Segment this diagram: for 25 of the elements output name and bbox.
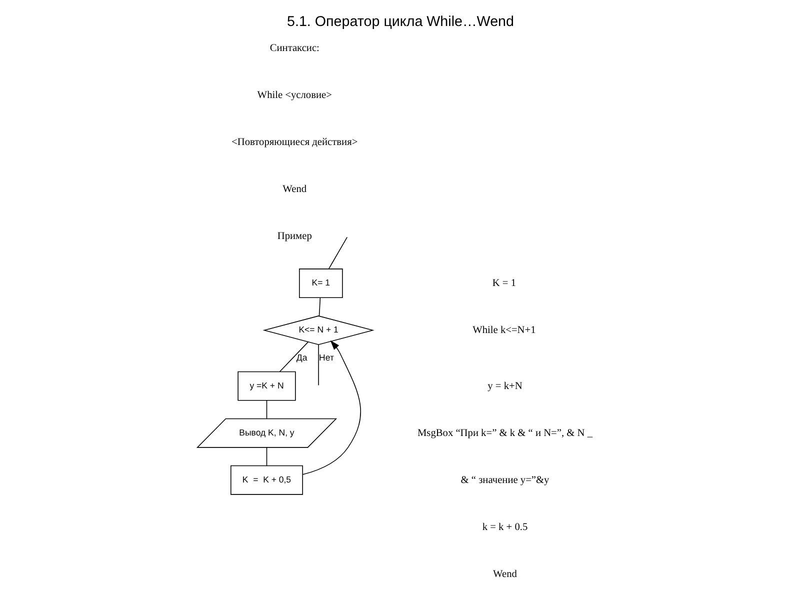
node-box: K = K + 0,5	[230, 465, 302, 495]
connector	[328, 236, 348, 270]
connector	[278, 342, 308, 372]
node-box: K= 1	[298, 268, 342, 298]
connector	[318, 297, 320, 316]
label: Wend	[282, 184, 306, 195]
label: k = k + 0.5	[482, 522, 528, 533]
arrow	[302, 340, 360, 475]
label: & “ значение y=”&y	[460, 474, 549, 486]
label: Пример	[276, 230, 312, 242]
label: MsgBox “При k=” & k & “ и N=”, & N _	[416, 428, 592, 439]
label: While <условие>	[256, 90, 332, 101]
label: K = 1	[492, 278, 516, 289]
node-diamond: K<= N + 1	[262, 316, 374, 346]
node-box: y =K + N	[237, 371, 296, 401]
label: Wend	[492, 568, 516, 580]
edge-label: Нет	[318, 352, 334, 362]
diagram-title: 5.1. Оператор цикла While…Wend	[286, 14, 514, 30]
edge-label: Да	[296, 352, 307, 362]
label: <Повторяющиеся действия>	[231, 136, 358, 148]
connector	[266, 400, 267, 420]
label: While k<=N+1	[472, 324, 536, 336]
connector	[266, 447, 267, 466]
label: Синтаксис:	[269, 42, 319, 54]
label: y = k+N	[487, 380, 522, 392]
